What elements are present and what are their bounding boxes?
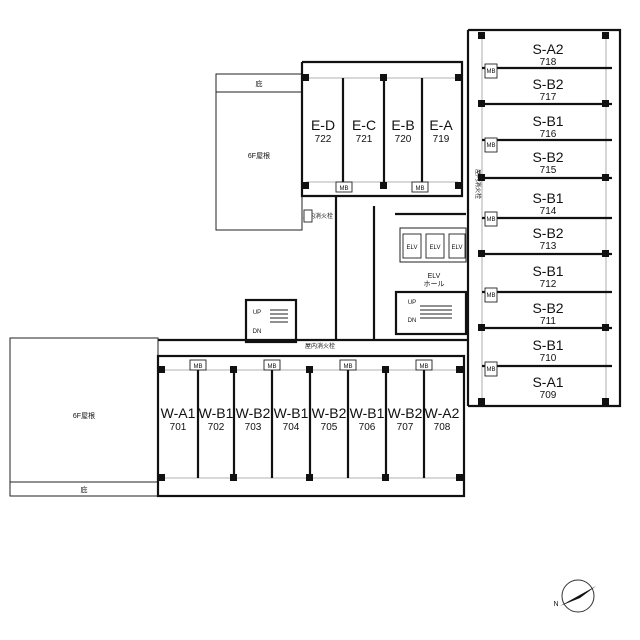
unit-type-722: E-D	[311, 117, 335, 133]
unit-type-712: S-B1	[532, 263, 563, 279]
unit-number-703: 703	[245, 422, 262, 433]
unit-number-709: 709	[540, 390, 557, 401]
eave-label-top: 庇	[256, 79, 263, 88]
unit-type-721: E-C	[352, 117, 376, 133]
north-arrow: N	[553, 579, 596, 613]
south-wing: MB MB MB MB 屋内消火栓 W-A1 701 W-B1 702 W-B2…	[156, 338, 468, 498]
roof-upper: 庇 6F屋根	[215, 73, 303, 231]
elv-hall-label-1: ELV	[428, 273, 441, 280]
mb-label-east-5: MB	[487, 367, 496, 373]
unit-number-702: 702	[208, 422, 225, 433]
elv-hall-label-2: ホール	[424, 280, 445, 288]
unit-type-705: W-B2	[312, 405, 347, 421]
unit-type-703: W-B2	[236, 405, 271, 421]
hydrant-label-east: 屋内消火栓	[474, 169, 482, 199]
north-label: N	[553, 601, 558, 608]
roof-label-left: 6F屋根	[73, 411, 95, 420]
unit-type-709: S-A1	[532, 374, 563, 390]
unit-number-706: 706	[359, 422, 376, 433]
elv-label-3: ELV	[452, 245, 463, 251]
unit-number-717: 717	[540, 92, 557, 103]
unit-type-717: S-B2	[532, 76, 563, 92]
unit-number-711: 711	[540, 316, 556, 327]
mb-label-south-1: MB	[194, 364, 203, 370]
unit-type-715: S-B2	[532, 149, 563, 165]
mb-label-north-2: MB	[416, 186, 425, 192]
unit-number-704: 704	[283, 422, 300, 433]
unit-type-702: W-B1	[199, 405, 234, 421]
unit-type-711: S-B2	[532, 300, 563, 316]
hydrant-label-south: 屋内消火栓	[305, 342, 335, 350]
unit-number-720: 720	[395, 134, 412, 145]
unit-number-714: 714	[540, 206, 557, 217]
roof-label-top: 6F屋根	[248, 151, 270, 160]
unit-type-720: E-B	[391, 117, 414, 133]
roof-lower: 6F屋根 庇	[9, 337, 159, 497]
stair-down-label-west: DN	[253, 329, 262, 335]
unit-number-708: 708	[434, 422, 451, 433]
mb-label-east-2: MB	[487, 143, 496, 149]
unit-type-704: W-B1	[274, 405, 309, 421]
unit-type-713: S-B2	[532, 225, 563, 241]
mb-label-east-4: MB	[487, 293, 496, 299]
unit-type-708: W-A2	[425, 405, 460, 421]
north-wing: MB MB E-D 722 E-C 721 E-B 720 E-A 719 屋内…	[300, 60, 464, 223]
unit-number-718: 718	[540, 57, 557, 68]
unit-type-718: S-A2	[532, 41, 563, 57]
central-core: ELV ELV ELV ELV ホール UP DN UP DN	[244, 196, 468, 344]
unit-number-707: 707	[397, 422, 414, 433]
elv-label-2: ELV	[430, 245, 441, 251]
eave-label-bottom: 庇	[81, 485, 88, 494]
unit-number-701: 701	[170, 422, 187, 433]
unit-number-712: 712	[540, 279, 557, 290]
unit-number-716: 716	[540, 129, 557, 140]
unit-number-715: 715	[540, 165, 557, 176]
unit-type-710: S-B1	[532, 337, 563, 353]
north-arrow-icon	[560, 586, 596, 606]
hydrant-label-north: 屋内消火栓	[303, 212, 333, 220]
stair-down-label-east: DN	[408, 318, 417, 324]
unit-type-701: W-A1	[161, 405, 196, 421]
unit-number-721: 721	[356, 134, 373, 145]
mb-label-south-4: MB	[420, 364, 429, 370]
unit-type-707: W-B2	[388, 405, 423, 421]
unit-number-710: 710	[540, 353, 557, 364]
mb-label-north-1: MB	[340, 186, 349, 192]
stair-up-label-east: UP	[408, 300, 416, 306]
unit-number-713: 713	[540, 241, 557, 252]
mb-label-south-3: MB	[344, 364, 353, 370]
unit-number-719: 719	[433, 134, 450, 145]
unit-number-705: 705	[321, 422, 338, 433]
unit-type-714: S-B1	[532, 190, 563, 206]
elv-label-1: ELV	[407, 245, 418, 251]
mb-label-south-2: MB	[268, 364, 277, 370]
mb-label-east-1: MB	[487, 69, 496, 75]
stair-up-label-west: UP	[253, 310, 261, 316]
unit-type-706: W-B1	[350, 405, 385, 421]
mb-label-east-3: MB	[487, 217, 496, 223]
unit-type-716: S-B1	[532, 113, 563, 129]
unit-number-722: 722	[315, 134, 332, 145]
east-wing: MB MB MB MB MB 屋内消火栓 S-A2 718 S-B2 717 S…	[466, 28, 622, 408]
unit-type-719: E-A	[429, 117, 453, 133]
